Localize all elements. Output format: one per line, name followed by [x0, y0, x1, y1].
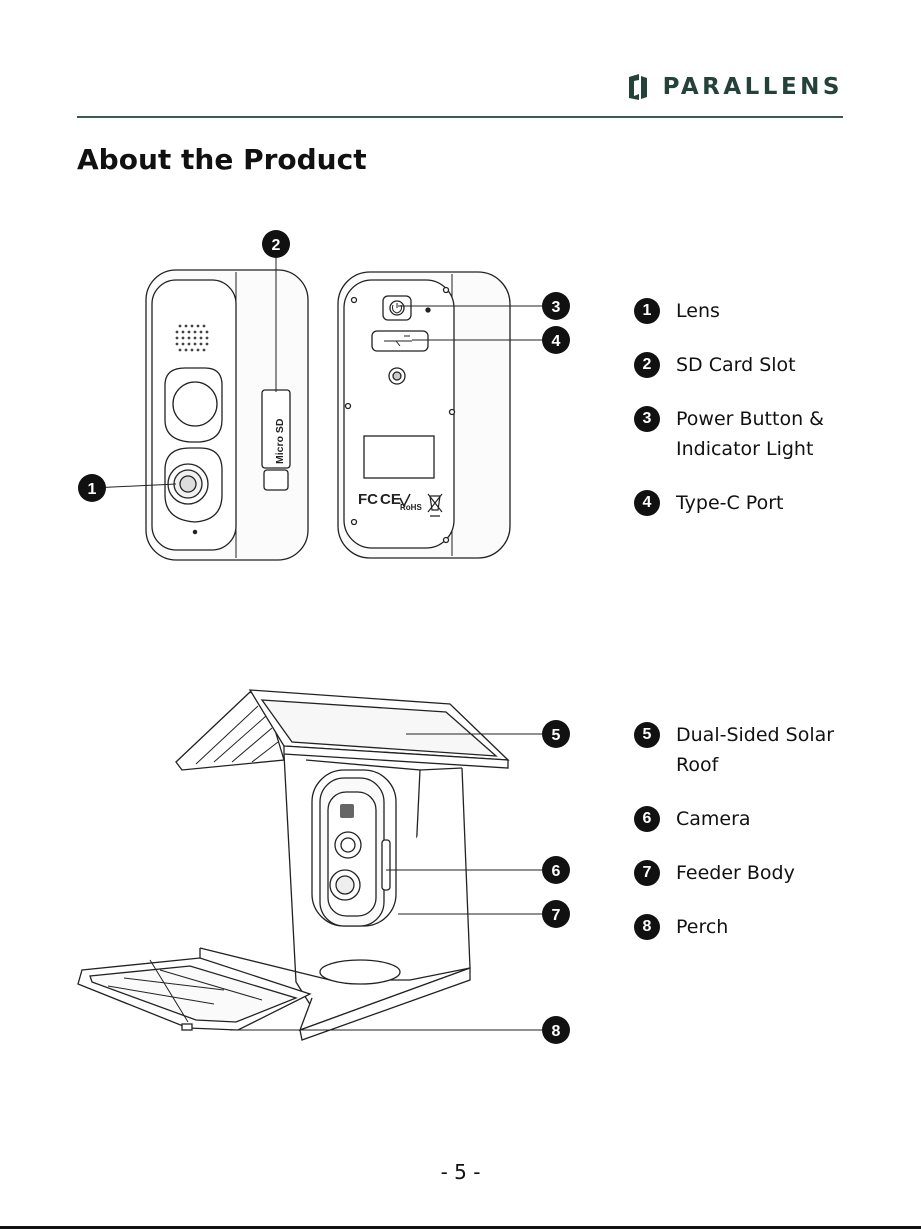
legend-item: 1 Lens [634, 296, 846, 326]
camera-front-illustration: Micro SD [146, 270, 308, 560]
callout-6: 6 [542, 856, 570, 884]
svg-text:5: 5 [552, 727, 561, 744]
legend-label: SD Card Slot [676, 350, 846, 380]
svg-text:2: 2 [272, 237, 281, 254]
callout-4: 4 [542, 326, 570, 354]
legend-label: Lens [676, 296, 846, 326]
legend-number: 8 [634, 914, 660, 940]
svg-text:4: 4 [552, 333, 561, 350]
legend-number: 2 [634, 352, 660, 378]
micro-sd-label: Micro SD [274, 418, 286, 464]
legend-label: Type-C Port [676, 488, 846, 518]
camera-back-illustration: FC CE RoHS [338, 272, 510, 558]
svg-text:8: 8 [552, 1023, 561, 1040]
legend-number: 6 [634, 806, 660, 832]
bird-feeder-illustration [78, 690, 508, 1040]
legend-label: Camera [676, 804, 846, 834]
page-number: - 5 - [0, 1160, 921, 1184]
legend-label: Feeder Body [676, 858, 846, 888]
legend-number: 1 [634, 298, 660, 324]
legend-item: 7 Feeder Body [634, 858, 846, 888]
callout-2: 2 [262, 230, 290, 258]
callout-1: 1 [78, 474, 106, 502]
svg-text:FC: FC [358, 491, 378, 508]
legend-number: 4 [634, 490, 660, 516]
legend-label: Dual-Sided Solar Roof [676, 720, 846, 780]
legend-item: 3 Power Button & Indicator Light [634, 404, 846, 464]
legend-label: Power Button & Indicator Light [676, 404, 846, 464]
legend-item: 2 SD Card Slot [634, 350, 846, 380]
legend-number: 7 [634, 860, 660, 886]
legend-feeder: 5 Dual-Sided Solar Roof 6 Camera 7 Feede… [634, 720, 846, 966]
legend-item: 5 Dual-Sided Solar Roof [634, 720, 846, 780]
callout-8: 8 [542, 1016, 570, 1044]
callout-3: 3 [542, 292, 570, 320]
svg-text:7: 7 [552, 907, 561, 924]
legend-number: 5 [634, 722, 660, 748]
legend-camera: 1 Lens 2 SD Card Slot 3 Power Button & I… [634, 296, 846, 542]
legend-item: 8 Perch [634, 912, 846, 942]
legend-label: Perch [676, 912, 846, 942]
svg-text:3: 3 [552, 299, 561, 316]
svg-text:1: 1 [88, 481, 97, 498]
svg-text:6: 6 [552, 863, 561, 880]
legend-number: 3 [634, 406, 660, 432]
callout-7: 7 [542, 900, 570, 928]
legend-item: 6 Camera [634, 804, 846, 834]
svg-text:CE: CE [380, 491, 401, 508]
legend-item: 4 Type-C Port [634, 488, 846, 518]
callout-5: 5 [542, 720, 570, 748]
